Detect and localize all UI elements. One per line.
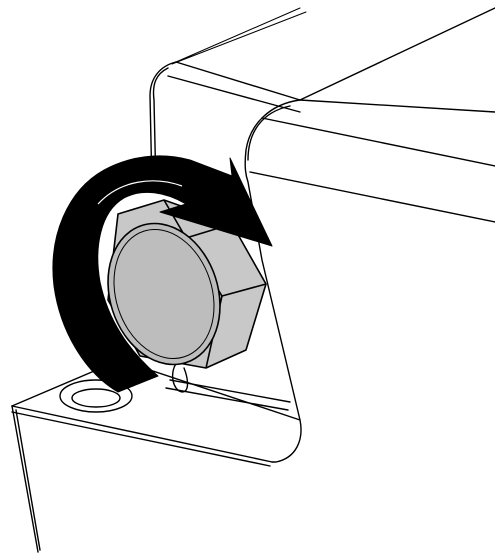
rotation-arrow	[52, 155, 273, 393]
housing-right-top-edge	[299, 99, 495, 113]
hex-bolt	[107, 199, 267, 369]
bolt-tab	[171, 363, 189, 393]
mounting-hole	[59, 379, 133, 413]
bolt-end-face	[107, 222, 221, 366]
bracket-left-edge	[11, 405, 39, 553]
bolt-end-face-rim	[113, 229, 215, 359]
housing-right-mid-edge	[261, 117, 495, 167]
lower-bracket	[11, 359, 301, 553]
housing-right-lower-edge	[249, 171, 495, 223]
hole-outer	[59, 379, 133, 413]
bracket-top-face	[11, 359, 301, 421]
rotation-arrow-edge	[97, 180, 183, 205]
bracket-front-lower	[11, 411, 271, 467]
bracket-slot-line-2	[165, 387, 289, 411]
bracket-front-edge	[11, 405, 273, 463]
housing-corner-pillar	[244, 99, 302, 463]
housing-top-face-inner	[152, 67, 169, 191]
housing-top-front-edge	[175, 7, 495, 101]
appliance-housing	[149, 7, 495, 463]
housing-top-edge-back	[171, 7, 307, 65]
bracket-slot-line	[169, 379, 291, 403]
housing-top-face	[149, 61, 177, 189]
rotation-arrow-icon	[52, 155, 273, 393]
hole-inner	[71, 388, 121, 408]
housing-corner-pillar-inner	[247, 105, 291, 161]
bracket-left-edge-inner	[15, 409, 41, 551]
